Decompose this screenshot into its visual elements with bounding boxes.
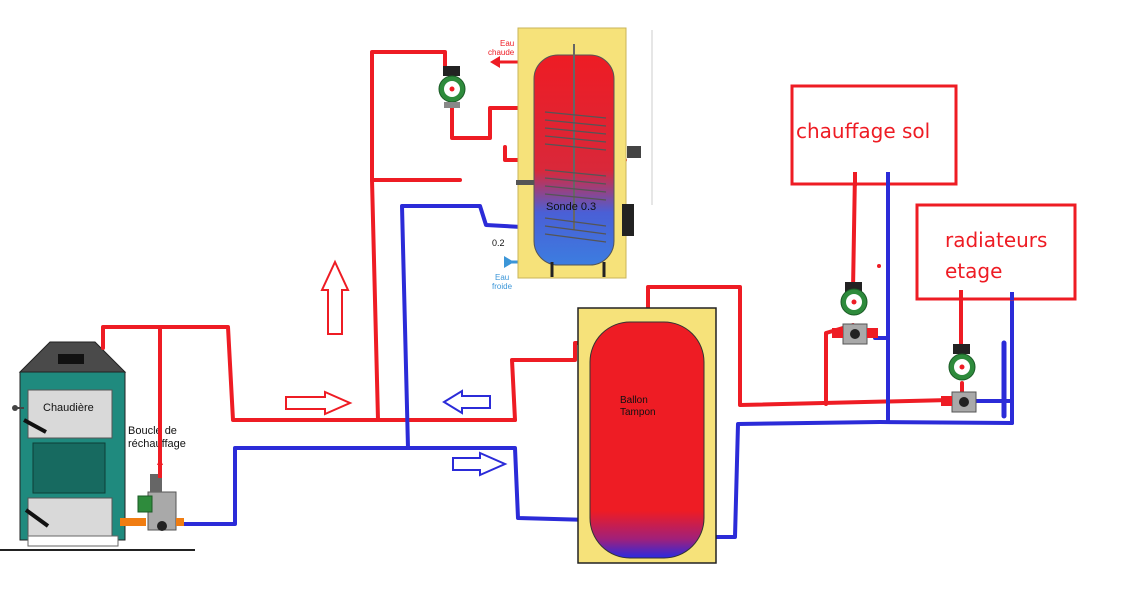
- radiators-label-line1: radiateurs: [945, 228, 1047, 252]
- cold-pipes: [180, 170, 1014, 539]
- loop-label-line2: réchauffage: [128, 438, 186, 450]
- probe-s3-label: Sonde 0.3: [546, 201, 596, 213]
- dhw-tank: Sonde 0.3 0.2: [492, 27, 653, 279]
- hot-water-label-line2: chaude: [488, 48, 515, 57]
- floor-heating-box: chauffage sol: [790, 84, 958, 186]
- floor-heating-label: chauffage sol: [796, 119, 930, 143]
- probe-s2-label: 0.2: [492, 238, 505, 248]
- cold-water-label-line1: Eau: [495, 273, 509, 282]
- buffer-label-line2: Tampon: [620, 407, 656, 418]
- flow-arrows: [285, 259, 508, 477]
- hot-water-label-line1: Eau: [500, 39, 514, 48]
- arrow-right-cold: [452, 451, 508, 477]
- cold-water-label-line2: froide: [492, 282, 513, 291]
- hot-pipes: [101, 50, 964, 482]
- buffer-tank: Ballon Tampon: [577, 307, 717, 564]
- pump-dhw: [438, 66, 466, 108]
- radiators-box: radiateurs etage: [915, 203, 1077, 301]
- arrow-up-hot: [320, 259, 350, 335]
- arrow-left-cold: [442, 389, 491, 415]
- loop-valve-group: [120, 458, 184, 531]
- loop-label-line1: Boucle de: [128, 425, 177, 437]
- boiler: Chaudière: [0, 341, 195, 551]
- buffer-label-line1: Ballon: [620, 395, 648, 406]
- pump-floor-heating: [832, 282, 878, 345]
- pump-radiators: [941, 344, 977, 413]
- arrow-right-hot: [285, 390, 353, 416]
- radiators-label-line2: etage: [945, 259, 1002, 283]
- boiler-label: Chaudière: [43, 402, 94, 414]
